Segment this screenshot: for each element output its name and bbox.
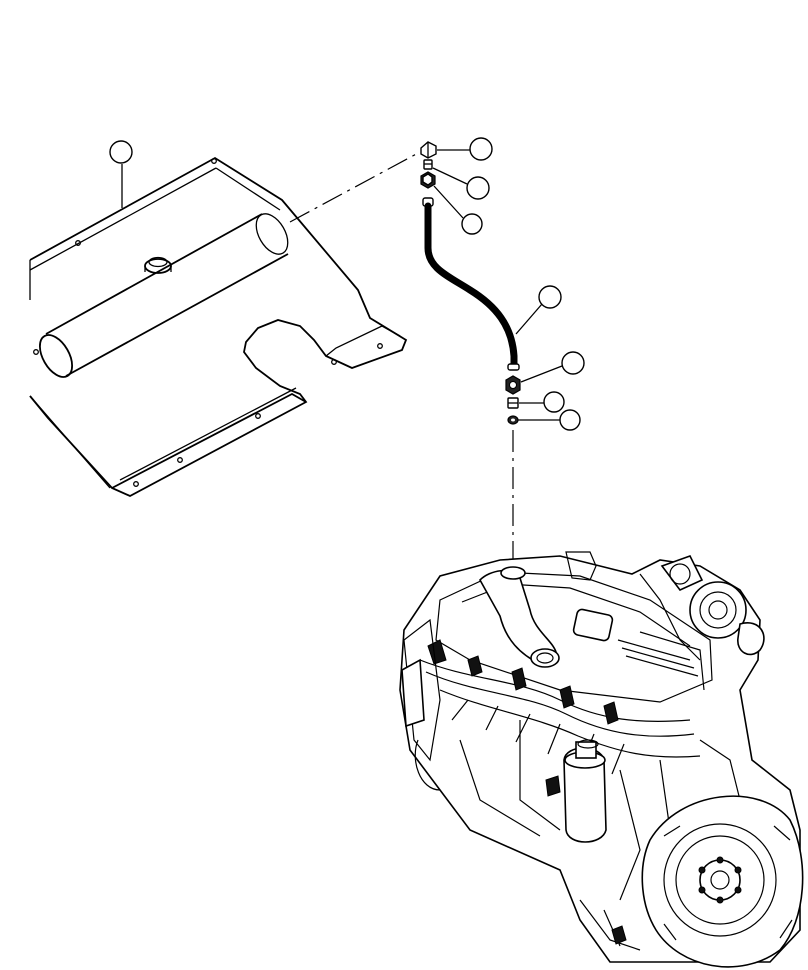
callout-2[interactable]	[437, 137, 493, 161]
engine-assembly	[399, 551, 804, 968]
callout-5[interactable]	[515, 285, 562, 335]
callout-4[interactable]	[433, 185, 483, 235]
callout-1[interactable]	[109, 140, 133, 208]
callout-7[interactable]	[519, 391, 565, 413]
callout-3[interactable]	[432, 167, 490, 200]
heat-shield	[29, 156, 408, 498]
flywheel-bolts	[698, 856, 742, 904]
callout-8[interactable]	[518, 409, 581, 431]
callout-6[interactable]	[520, 351, 585, 383]
pipe-assembly	[420, 141, 521, 425]
